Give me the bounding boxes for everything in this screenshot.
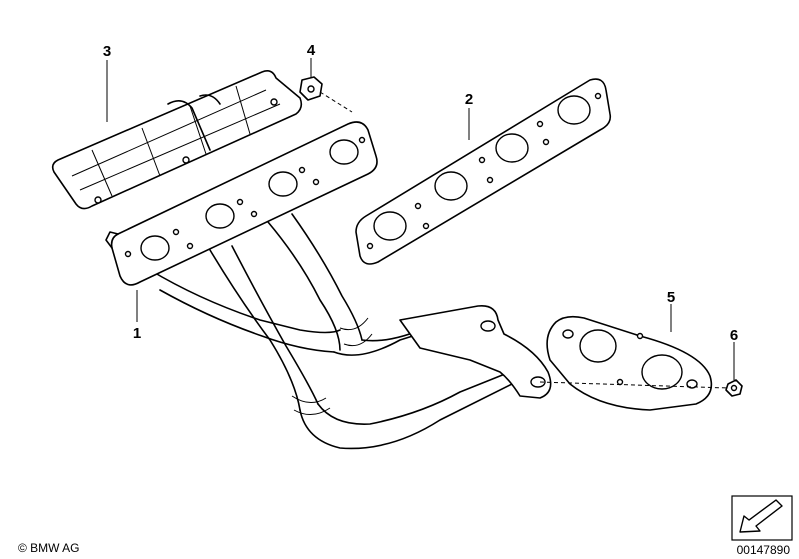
callout-4: 4 — [307, 42, 316, 59]
callout-2: 2 — [465, 91, 473, 108]
exhaust-manifold-part-1 — [149, 213, 552, 450]
copyright-text: © BMW AG — [18, 541, 80, 555]
assembly-line — [539, 381, 729, 389]
nut-part-4 — [299, 76, 353, 113]
manifold-gasket-part-2 — [355, 78, 612, 265]
callout-6: 6 — [730, 327, 738, 344]
manifold-flange-part-1 — [105, 121, 378, 286]
arrow-icon — [731, 495, 793, 541]
callout-5: 5 — [667, 289, 675, 306]
callout-3: 3 — [103, 43, 111, 60]
drawing-number: 00147890 — [737, 543, 791, 557]
heat-shield-part-3 — [51, 70, 303, 210]
leader-lines — [106, 58, 735, 380]
callout-1: 1 — [133, 325, 141, 342]
nut-part-6 — [725, 379, 743, 397]
flange-gasket-part-5 — [546, 315, 713, 411]
